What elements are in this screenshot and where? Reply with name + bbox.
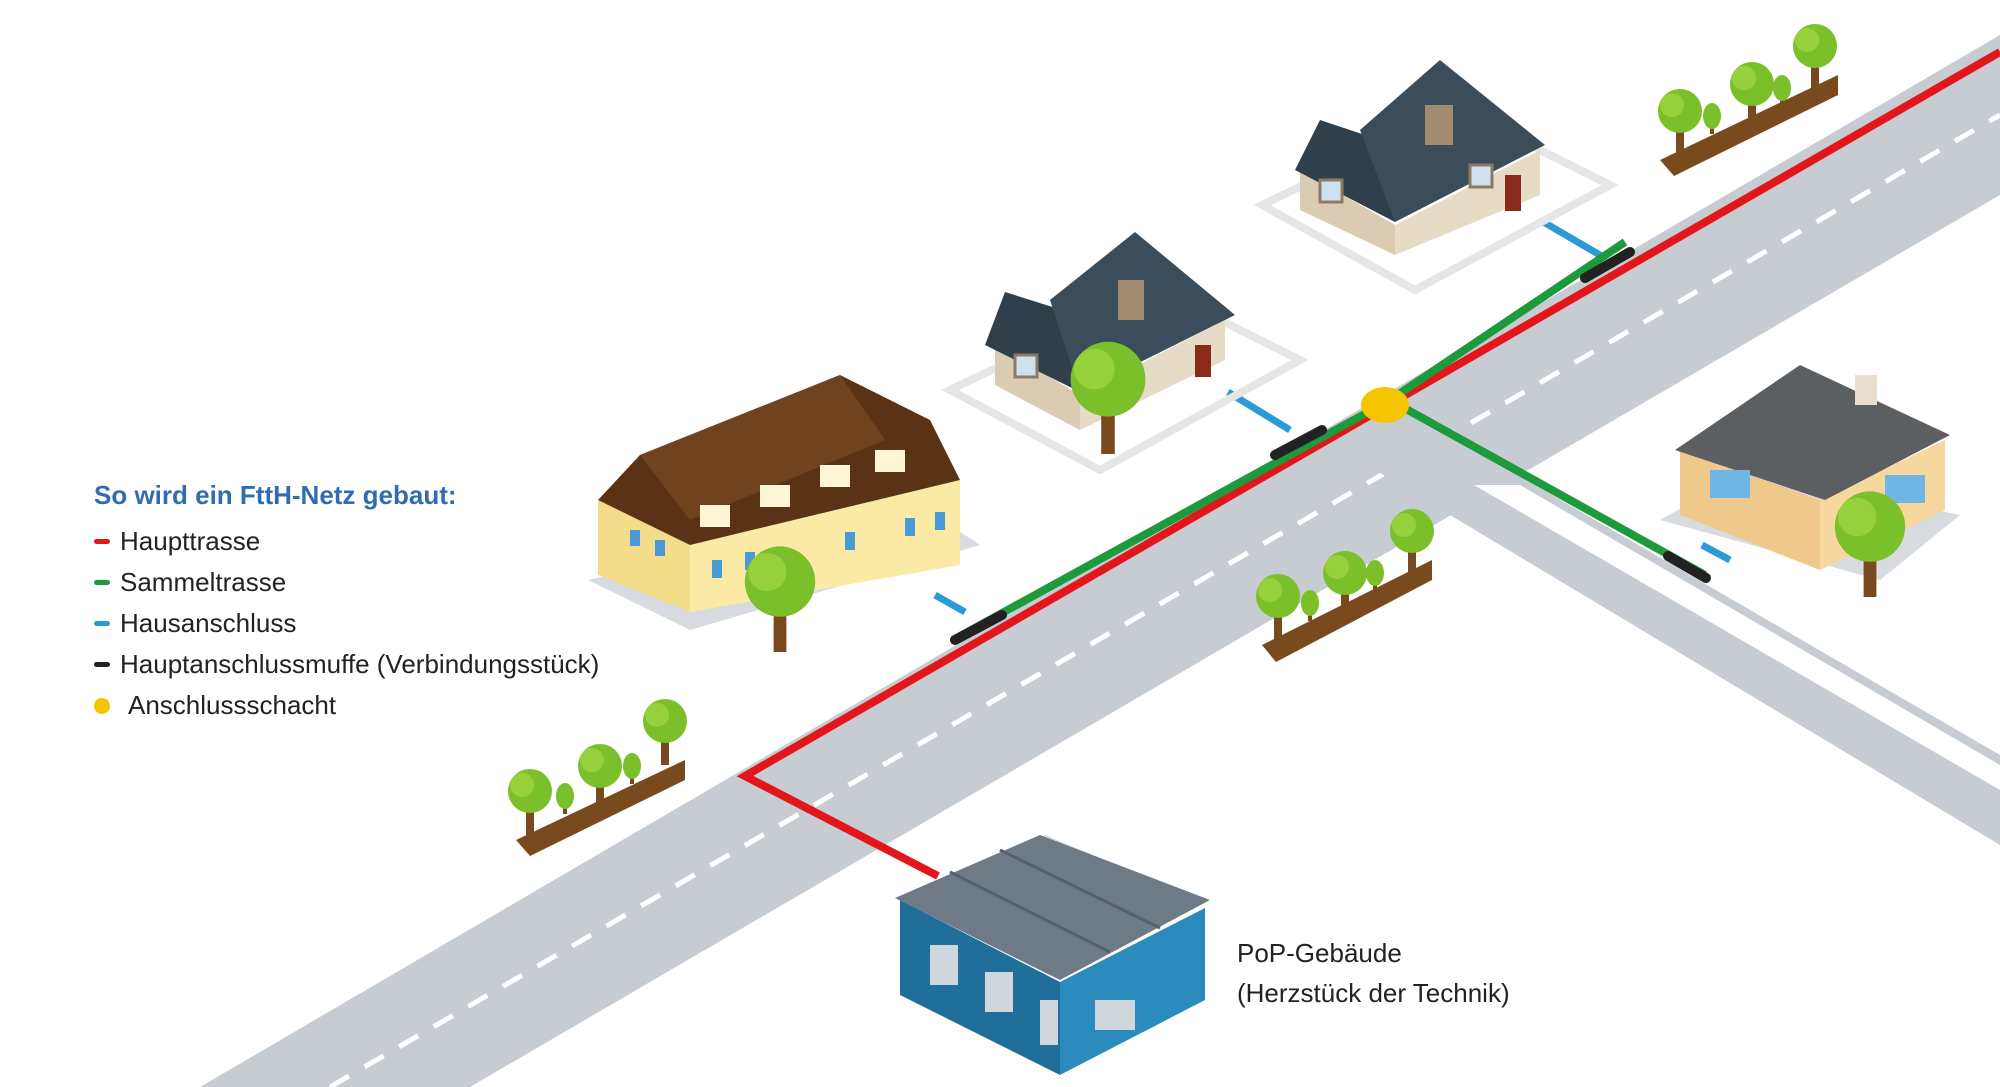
legend-label: Hausanschluss: [120, 608, 297, 638]
joints: [950, 247, 1711, 645]
legend-label: Anschlussschacht: [128, 690, 337, 720]
legend-item-sammeltrasse: Sammeltrasse: [94, 562, 599, 603]
tree-strip-top-right: [1658, 24, 1838, 176]
legend-item-haupttrasse: Haupttrasse: [94, 521, 599, 562]
black-line-icon: [94, 662, 110, 667]
pop-label: PoP-Gebäude (Herzstück der Technik): [1237, 933, 1510, 1013]
legend-item-hauptanschlussmuffe: Hauptanschlussmuffe (Verbindungsstück): [94, 644, 599, 685]
house-top: [1253, 60, 1619, 295]
bungalow-building: [1660, 365, 1960, 597]
tree-strip-left: [508, 699, 687, 856]
side-road: [1375, 430, 2000, 845]
legend-title: So wird ein FttH-Netz gebaut:: [94, 480, 457, 510]
legend-label: Haupttrasse: [120, 526, 261, 556]
red-line-icon: [94, 539, 110, 544]
legend-item-hausanschluss: Hausanschluss: [94, 603, 599, 644]
legend-item-anschlussschacht: Anschlussschacht: [94, 685, 599, 726]
green-line-icon: [94, 580, 110, 585]
pop-label-line2: (Herzstück der Technik): [1237, 978, 1510, 1008]
villa-building: [588, 375, 980, 652]
legend: So wird ein FttH-Netz gebaut: Haupttrass…: [94, 480, 599, 726]
blue-line-icon: [94, 621, 110, 626]
anschlussschacht-marker: [1361, 387, 1409, 423]
house-middle: [941, 232, 1309, 475]
pop-label-line1: PoP-Gebäude: [1237, 938, 1402, 968]
legend-label: Hauptanschlussmuffe (Verbindungsstück): [120, 649, 600, 679]
yellow-dot-icon: [94, 697, 110, 714]
tree-strip-center: [1256, 509, 1434, 662]
haupttrasse-line: [736, 48, 2000, 880]
legend-label: Sammeltrasse: [120, 567, 287, 597]
pop-building: [895, 835, 1210, 1075]
